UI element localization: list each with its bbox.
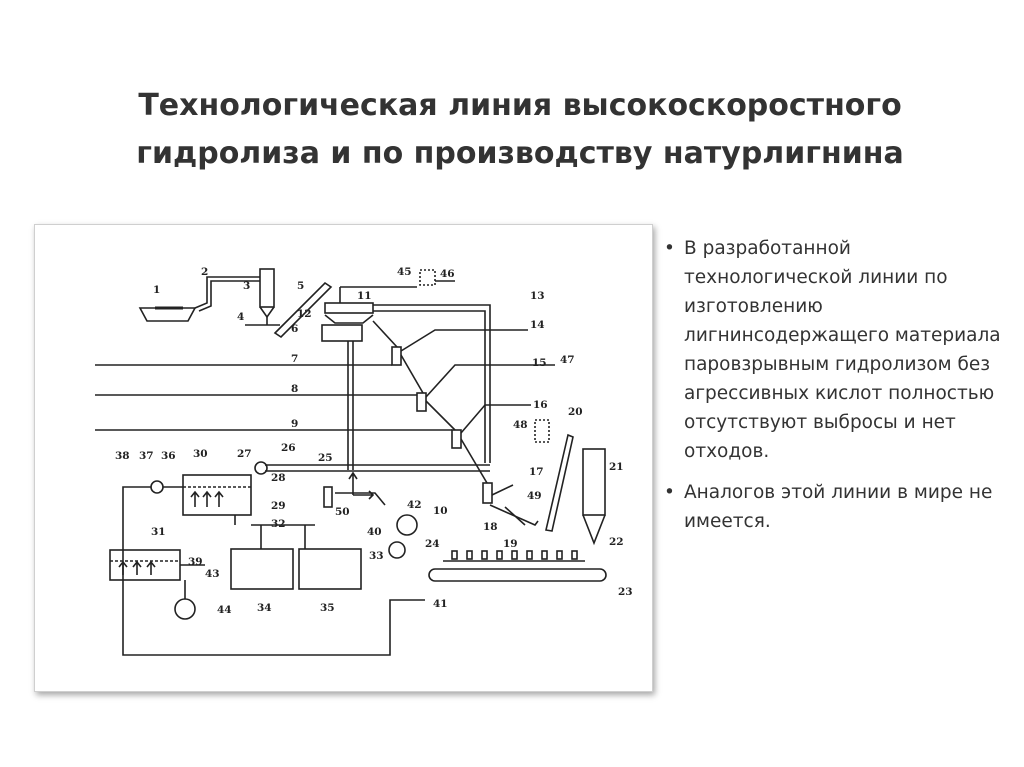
- label-46: 46: [440, 268, 455, 280]
- label-44: 44: [217, 604, 232, 616]
- conveyor-5: [273, 281, 333, 339]
- label-26: 26: [281, 442, 296, 454]
- valve-28: [254, 461, 268, 475]
- buckets-19: [451, 550, 578, 560]
- label-43: 43: [205, 568, 220, 580]
- vessel-6: [321, 324, 363, 342]
- belt-23: [428, 568, 607, 582]
- bullet-text-2: Аналогов этой линии в мире не имеется.: [684, 482, 993, 532]
- label-32: 32: [271, 518, 286, 530]
- process-diagram: [95, 268, 607, 656]
- label-11: 11: [357, 290, 372, 302]
- process-diagram-frame: 1 2 3 4 5 6 7 8 9 10 11 12 13 14 15 16 1…: [34, 224, 653, 692]
- slide-title: Технологическая линия высокоскоростного …: [60, 82, 980, 178]
- conveyor-2: [194, 276, 260, 309]
- label-3: 3: [243, 280, 250, 292]
- tank-34: [230, 548, 294, 590]
- label-21: 21: [609, 461, 624, 473]
- label-10: 10: [433, 505, 448, 517]
- reactor-10: [482, 482, 493, 504]
- label-48: 48: [513, 419, 528, 431]
- label-2: 2: [201, 266, 208, 278]
- label-25: 25: [318, 452, 333, 464]
- label-19: 19: [503, 538, 518, 550]
- label-28: 28: [271, 472, 286, 484]
- label-13: 13: [530, 290, 545, 302]
- label-18: 18: [483, 521, 498, 533]
- label-23: 23: [618, 586, 633, 598]
- unit-42: [396, 514, 418, 536]
- label-24: 24: [425, 538, 440, 550]
- bullet-item-1: • В разработанной технологической линии …: [664, 234, 1004, 466]
- label-33: 33: [369, 550, 384, 562]
- label-8: 8: [291, 383, 298, 395]
- label-40: 40: [367, 526, 382, 538]
- vessel-11: [324, 302, 374, 314]
- unit-50: [323, 486, 333, 508]
- label-29: 29: [271, 500, 286, 512]
- label-34: 34: [257, 602, 272, 614]
- pipe-13: [373, 304, 491, 463]
- label-39: 39: [188, 556, 203, 568]
- label-47: 47: [560, 354, 575, 366]
- label-17: 17: [529, 466, 544, 478]
- label-12: 12: [297, 308, 312, 320]
- label-31: 31: [151, 526, 166, 538]
- label-42: 42: [407, 499, 422, 511]
- label-50: 50: [335, 506, 350, 518]
- label-30: 30: [193, 448, 208, 460]
- label-20: 20: [568, 406, 583, 418]
- bullet-dot: •: [664, 482, 675, 503]
- label-9: 9: [291, 418, 298, 430]
- label-36: 36: [161, 450, 176, 462]
- label-45: 45: [397, 266, 412, 278]
- bin-21: [582, 448, 606, 516]
- label-41: 41: [433, 598, 448, 610]
- bullet-item-2: • Аналогов этой линии в мире не имеется.: [664, 478, 1004, 536]
- bullet-text-1: В разработанной технологической линии по…: [684, 238, 1001, 462]
- tank-33: [298, 548, 362, 590]
- label-15: 15: [532, 357, 547, 369]
- label-4: 4: [237, 311, 244, 323]
- label-27: 27: [237, 448, 252, 460]
- label-37: 37: [139, 450, 154, 462]
- title-line-1: Технологическая линия высокоскоростного: [138, 88, 902, 123]
- label-22: 22: [609, 536, 624, 548]
- label-6: 6: [291, 323, 298, 335]
- box-48: [534, 419, 550, 443]
- tank-30: [182, 474, 252, 516]
- cyclone-3: [259, 268, 275, 308]
- label-49: 49: [527, 490, 542, 502]
- title-line-2: гидролиза и по производству натурлигнина: [136, 136, 904, 171]
- bullet-dot: •: [664, 238, 675, 259]
- label-38: 38: [115, 450, 130, 462]
- label-16: 16: [533, 399, 548, 411]
- bullet-list: • В разработанной технологической линии …: [664, 234, 1004, 548]
- unit-40: [388, 541, 406, 559]
- label-7: 7: [291, 353, 298, 365]
- label-1: 1: [153, 284, 160, 296]
- label-35: 35: [320, 602, 335, 614]
- box-46: [419, 269, 436, 286]
- conveyor-20: [545, 433, 574, 532]
- label-14: 14: [530, 319, 545, 331]
- label-5: 5: [297, 280, 304, 292]
